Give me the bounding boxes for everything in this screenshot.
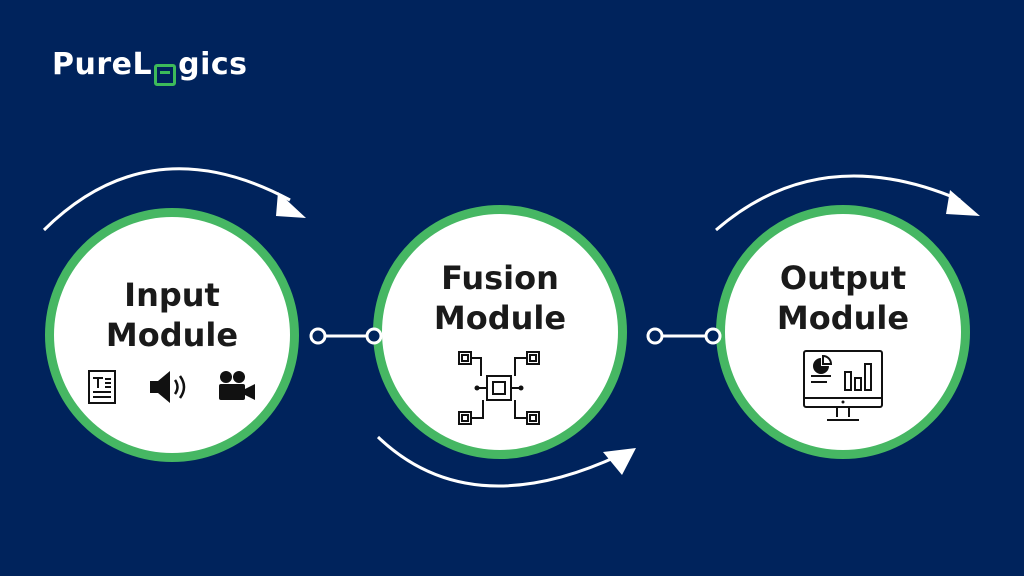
arc-arrow-output: [715, 174, 961, 232]
logo-text-part2: L: [132, 47, 153, 82]
circuit-chip-icon: [458, 351, 540, 425]
brand-logo: Pure L gics: [52, 47, 248, 86]
input-module-title-line1: Input: [124, 276, 220, 314]
logo-mark-icon: [154, 64, 177, 86]
arc-arrow-input: [42, 167, 291, 232]
arc-arrow-fusion: [376, 435, 621, 488]
video-camera-icon: [219, 371, 255, 400]
output-module-title-line2: Module: [776, 299, 910, 337]
connector-node-2b: [704, 327, 722, 345]
logo-text-part3: gics: [178, 47, 248, 82]
connector-node-1b: [365, 327, 383, 345]
fusion-module-title-line1: Fusion: [441, 259, 559, 297]
monitor-chart-icon: [803, 350, 883, 421]
input-module-title-line2: Module: [105, 316, 239, 354]
fusion-module-title-line2: Module: [433, 299, 567, 337]
output-module-circle: Output Module: [716, 205, 970, 459]
speaker-icon: [150, 371, 186, 403]
output-module-title-line1: Output: [779, 259, 907, 297]
connector-node-1a: [309, 327, 327, 345]
connector-node-2a: [646, 327, 664, 345]
logo-text-part1: Pure: [52, 47, 133, 82]
arrowhead-input-icon: [276, 192, 306, 218]
text-document-icon: [88, 370, 116, 404]
input-module-circle: Input Module: [45, 208, 299, 462]
arrowhead-fusion-icon: [603, 448, 636, 475]
arrowhead-output-icon: [946, 190, 980, 216]
